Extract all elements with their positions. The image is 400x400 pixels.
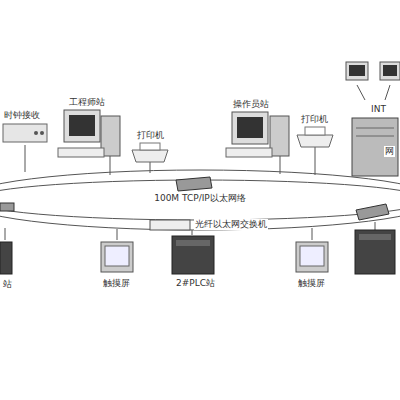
device-label: 触摸屏	[102, 278, 131, 289]
station-label: 操作员站	[232, 99, 270, 110]
station-label: 站	[2, 279, 13, 290]
switch-label: 光纤以太网交换机	[194, 219, 268, 230]
network-label: 100M TCP/IP以太网络	[153, 193, 247, 204]
device-label: 网	[384, 146, 395, 157]
station-label: 2#PLC站	[175, 278, 216, 289]
device-label: 时钟接收	[3, 110, 41, 121]
device-label: INT	[370, 104, 387, 115]
device-label: 打印机	[136, 130, 165, 141]
device-label: 打印机	[300, 114, 329, 125]
station-label: 工程师站	[68, 97, 106, 108]
device-label: 触摸屏	[297, 278, 326, 289]
